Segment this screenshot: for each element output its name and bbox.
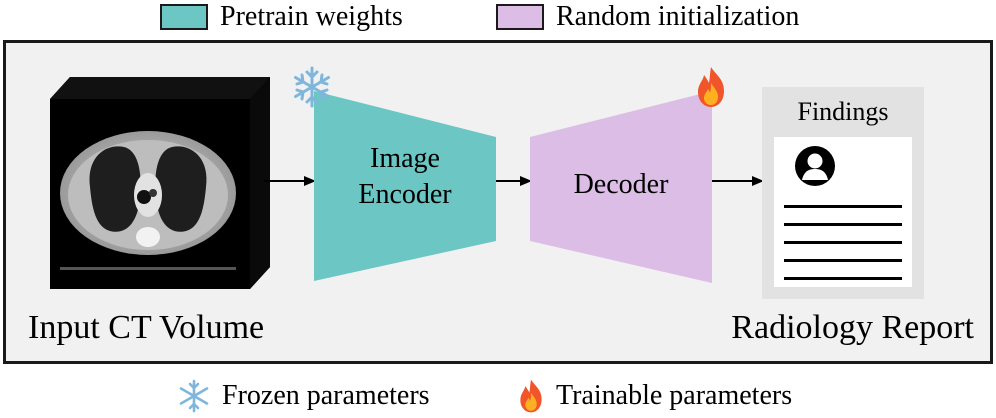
report-text-line — [784, 205, 902, 208]
arrow-input-to-encoder — [264, 176, 316, 186]
report-page — [774, 137, 912, 287]
random-swatch — [496, 4, 544, 30]
encoder-label: Image Encoder — [312, 141, 498, 213]
fire-icon — [520, 379, 542, 413]
snowflake-icon — [294, 66, 330, 108]
legend-item-trainable: Trainable parameters — [516, 378, 792, 414]
decoder-label: Decoder — [573, 169, 669, 200]
report-text-line — [784, 241, 902, 244]
snowflake-icon — [179, 379, 209, 413]
radiology-report-document: Findings — [762, 87, 924, 299]
legend-item-frozen: Frozen parameters — [176, 378, 430, 414]
pretrain-swatch — [160, 4, 208, 30]
legend-item-pretrain: Pretrain weights — [160, 2, 403, 32]
random-legend-label: Random initialization — [556, 1, 800, 32]
report-text-line — [784, 223, 902, 226]
ct-volume-image — [50, 77, 270, 289]
image-encoder-block — [314, 91, 496, 281]
person-avatar-icon — [795, 146, 835, 186]
pretrain-legend-label: Pretrain weights — [220, 1, 403, 32]
report-text-line — [784, 259, 902, 262]
decoder-block — [530, 91, 712, 283]
frozen-legend-label: Frozen parameters — [222, 380, 430, 411]
encoder-label-line2: Encoder — [358, 179, 452, 210]
input-ct-volume-label: Input CT Volume — [28, 309, 265, 346]
encoder-label-line1: Image — [370, 143, 440, 174]
legend-top: Pretrain weights Random initialization — [0, 0, 996, 36]
diagram-panel: Image Encoder Decoder Findings — [3, 40, 993, 364]
radiology-report-label: Radiology Report — [731, 309, 974, 346]
trainable-legend-label: Trainable parameters — [556, 380, 793, 411]
fire-icon — [698, 67, 724, 107]
report-text-line — [784, 277, 902, 280]
legend-item-random: Random initialization — [496, 2, 799, 32]
arrow-decoder-to-report — [712, 176, 764, 186]
report-findings-title: Findings — [797, 97, 889, 126]
legend-bottom: Frozen parameters Trainable parameters — [0, 374, 996, 418]
arrow-encoder-to-decoder — [492, 176, 532, 186]
